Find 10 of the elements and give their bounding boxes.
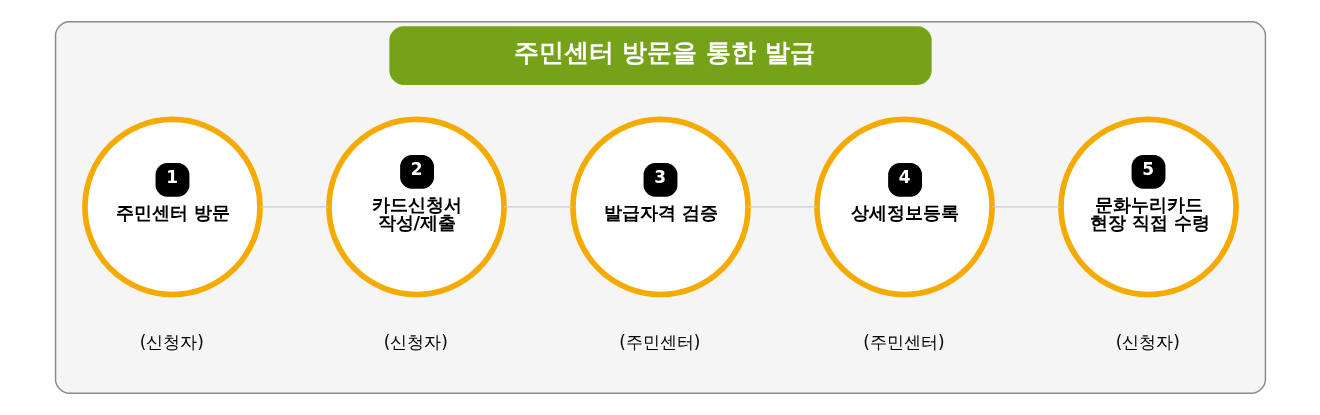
node-label: (주민센터) bbox=[862, 331, 944, 352]
node-label: (신청자) bbox=[383, 331, 448, 352]
node-circle: 2 카드신청서 작성/제출 bbox=[325, 116, 507, 298]
node-label: (신청자) bbox=[1115, 331, 1180, 352]
node-circle: 5 문화누리카드 현장 직접 수령 bbox=[1057, 116, 1239, 298]
node-circle: 4 상세정보등록 bbox=[813, 116, 995, 298]
node-circle: 3 발급자격 검증 bbox=[569, 116, 751, 298]
node-circle: 1 주민센터 방문 bbox=[81, 116, 263, 298]
node-label: (신청자) bbox=[139, 331, 204, 352]
node-label: (주민센터) bbox=[618, 331, 700, 352]
